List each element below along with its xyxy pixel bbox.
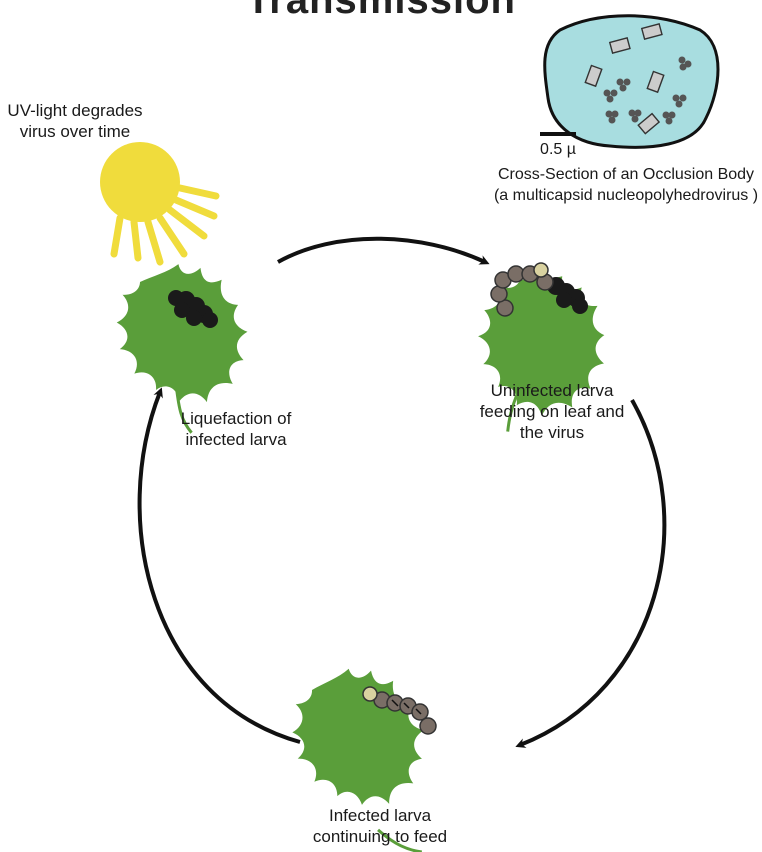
- arrow-right: [520, 400, 664, 745]
- sun-icon: [100, 142, 216, 262]
- scale-label: 0.5 µ: [532, 139, 584, 160]
- liquefaction-label: Liquefaction of infected larva: [166, 408, 306, 450]
- occlusion-body-icon: [545, 16, 718, 148]
- arrow-top: [278, 239, 485, 262]
- infected-label: Infected larva continuing to feed: [300, 805, 460, 847]
- uv-light-label: UV-light degrades virus over time: [0, 100, 150, 142]
- uninfected-label: Uninfected larva feeding on leaf and the…: [462, 380, 642, 443]
- cross-section-label: Cross-Section of an Occlusion Body (a mu…: [490, 164, 762, 206]
